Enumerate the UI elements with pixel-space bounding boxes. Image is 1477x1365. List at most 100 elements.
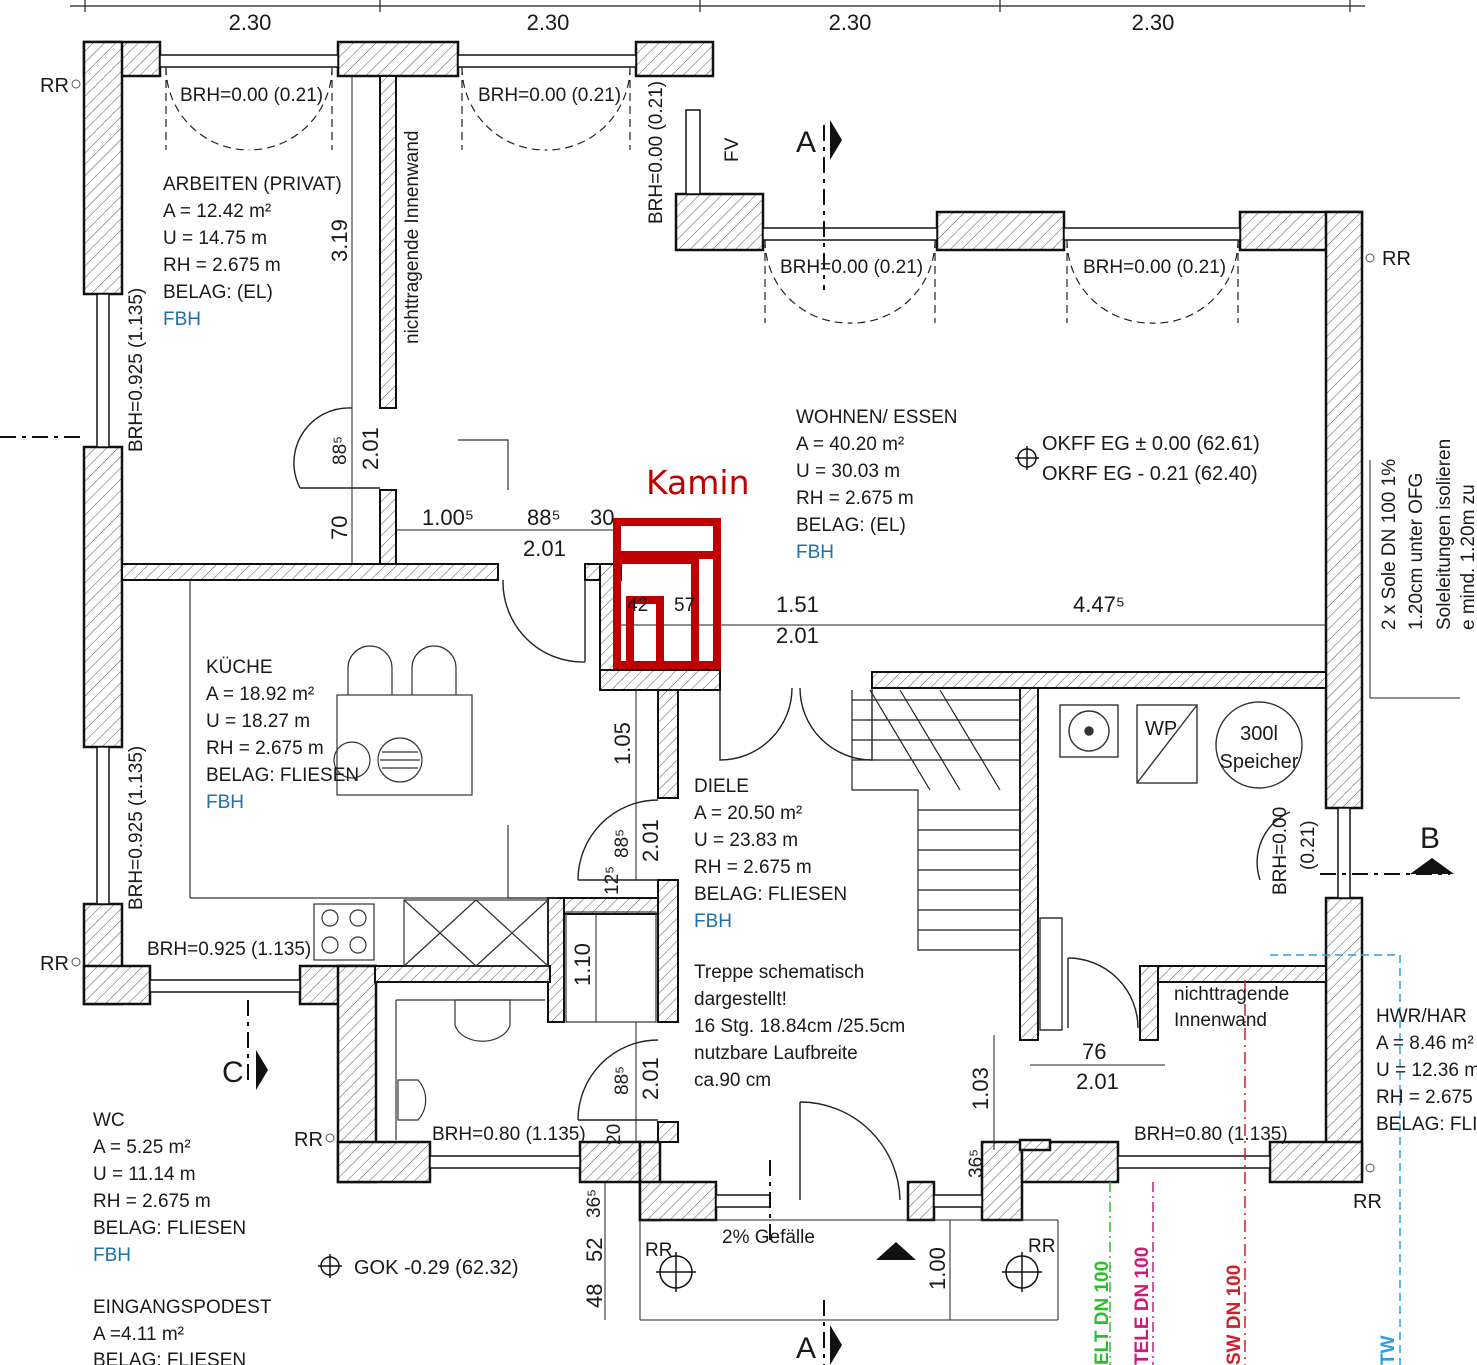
kueche-perimeter: U = 18.27 m — [206, 711, 310, 732]
brh-left2: BRH=0.925 (1.135) — [126, 746, 147, 910]
diele-name: DIELE — [694, 776, 749, 797]
arbeiten-perimeter: U = 14.75 m — [163, 228, 267, 249]
podest-name: EINGANGSPODEST — [93, 1297, 272, 1318]
top-dimension-line — [70, 0, 1365, 12]
kueche-height: RH = 2.675 m — [206, 738, 324, 759]
brh-hwr-side-a: BRH=0.00 — [1270, 807, 1291, 895]
kamin-label: Kamin — [646, 463, 750, 502]
slope-arrow — [876, 1242, 916, 1260]
podest-floor: BELAG: FLIESEN — [93, 1350, 246, 1365]
brh-top1: BRH=0.00 (0.21) — [180, 85, 323, 106]
hwr-perimeter: U = 12.36 m — [1376, 1060, 1477, 1081]
section-b: B — [1420, 822, 1440, 855]
sole-note-1: 2 x Sole DN 100 1% — [1379, 459, 1400, 630]
rr-label-2: RR — [1382, 248, 1411, 270]
brh-wohnen1: BRH=0.00 (0.21) — [780, 257, 923, 278]
section-a-top: A — [796, 126, 816, 159]
dim-151: 1.51 — [776, 592, 819, 617]
gok-label: GOK -0.29 (62.32) — [354, 1257, 519, 1279]
dim-885a: 88⁵ — [330, 436, 351, 465]
brh-kueche-bottom: BRH=0.925 (1.135) — [147, 939, 311, 960]
doors — [293, 407, 1291, 1201]
treppe-note-3: 16 Stg. 18.84cm /25.5cm — [694, 1016, 905, 1037]
kamin-highlight — [613, 518, 721, 669]
dim-42: 42 — [627, 595, 648, 616]
brh-hwr-side-b: (0.21) — [1298, 820, 1319, 870]
rr-label-4: RR — [294, 1129, 323, 1151]
sole-note-3: Soleleitungen isolieren — [1434, 439, 1455, 630]
okff-label: OKFF EG ± 0.00 (62.61) — [1042, 433, 1260, 455]
top-dim-2: 2.30 — [527, 10, 570, 35]
hwr-equipment — [1039, 701, 1303, 1031]
dim-48: 48 — [582, 1284, 607, 1308]
gefaelle-label: 2% Gefälle — [722, 1227, 815, 1248]
wc-name: WC — [93, 1110, 125, 1131]
treppe-note-2: dargestellt! — [694, 989, 787, 1010]
staircase — [851, 688, 1021, 951]
brh-wc-bottom: BRH=0.80 (1.135) — [432, 1124, 586, 1145]
diele-heating: FBH — [694, 911, 732, 932]
dim-885c: 88⁵ — [612, 829, 633, 858]
dim-70: 70 — [327, 516, 352, 540]
wc-area: A = 5.25 m² — [93, 1137, 191, 1158]
wc-heating: FBH — [93, 1245, 131, 1266]
rr-label-7: RR — [1028, 1236, 1055, 1257]
tele-label: TELE DN 100 — [1132, 1247, 1153, 1365]
arbeiten-area: A = 12.42 m² — [163, 201, 271, 222]
hwr-area: A = 8.46 m² — [1376, 1033, 1474, 1054]
elt-label: ELT DN 100 — [1092, 1261, 1113, 1365]
sole-note-4: e mind. 1.20m zu — [1458, 484, 1477, 630]
arbeiten-heating: FBH — [163, 309, 201, 330]
utility-lines — [1109, 954, 1401, 1365]
dim-57: 57 — [674, 595, 695, 616]
brh-fv-side: BRH=0.00 (0.21) — [646, 81, 667, 224]
kueche-name: KÜCHE — [206, 657, 273, 678]
brh-left1: BRH=0.925 (1.135) — [126, 288, 147, 452]
dim-125: 12⁵ — [602, 866, 623, 895]
sole-note-2: 1.20cm unter OFG — [1406, 473, 1427, 630]
top-dim-4: 2.30 — [1132, 10, 1175, 35]
tw-label: TW — [1378, 1335, 1399, 1365]
kueche-area: A = 18.92 m² — [206, 684, 314, 705]
dim-110: 1.10 — [570, 943, 595, 986]
section-c: C — [222, 1056, 244, 1089]
hwr-name: HWR/HAR — [1376, 1006, 1467, 1027]
hwr-floor: BELAG: FLIES — [1376, 1114, 1477, 1135]
wohnen-floor: BELAG: (EL) — [796, 515, 906, 536]
diele-height: RH = 2.675 m — [694, 857, 812, 878]
dim-201b: 2.01 — [523, 536, 566, 561]
dim-100: 1.00 — [925, 1247, 950, 1290]
dim-76: 76 — [1082, 1039, 1106, 1064]
dim-319: 3.19 — [327, 219, 352, 262]
window-frames — [96, 54, 1351, 1208]
dim-365b: 36⁵ — [584, 1189, 605, 1218]
exterior-walls — [82, 40, 1364, 1222]
dim-201f: 2.01 — [1076, 1069, 1119, 1094]
section-a-bottom: A — [796, 1332, 816, 1365]
dim-105: 1.05 — [610, 722, 635, 765]
dim-103: 1.03 — [968, 1067, 993, 1110]
diele-floor: BELAG: FLIESEN — [694, 884, 847, 905]
innenwand-label-2: Innenwand — [1174, 1010, 1267, 1031]
brh-wohnen2: BRH=0.00 (0.21) — [1083, 257, 1226, 278]
top-dim-3: 2.30 — [829, 10, 872, 35]
speicher-label-2: Speicher — [1220, 751, 1299, 773]
innenwand-label-1: nichttragende — [1174, 984, 1289, 1005]
dimension-lines — [351, 76, 1460, 1321]
dim-1005: 1.00⁵ — [422, 505, 474, 530]
arbeiten-floor: BELAG: (EL) — [163, 282, 273, 303]
rr-label-1: RR — [40, 75, 69, 97]
rr-label-3: RR — [40, 953, 69, 975]
brh-top2: BRH=0.00 (0.21) — [478, 85, 621, 106]
sw-label: SW DN 100 — [1224, 1265, 1245, 1365]
innenwand-vertical-label: nichttragende Innenwand — [402, 131, 423, 344]
dim-201d: 2.01 — [638, 819, 663, 862]
section-a-arrow-top — [830, 120, 842, 160]
arbeiten-height: RH = 2.675 m — [163, 255, 281, 276]
arbeiten-name: ARBEITEN (PRIVAT) — [163, 174, 342, 195]
rr-markers — [71, 79, 1375, 1173]
okrf-label: OKRF EG - 0.21 (62.40) — [1042, 463, 1258, 485]
kitchen-furniture — [189, 439, 558, 967]
dim-885d: 88⁵ — [612, 1066, 633, 1095]
